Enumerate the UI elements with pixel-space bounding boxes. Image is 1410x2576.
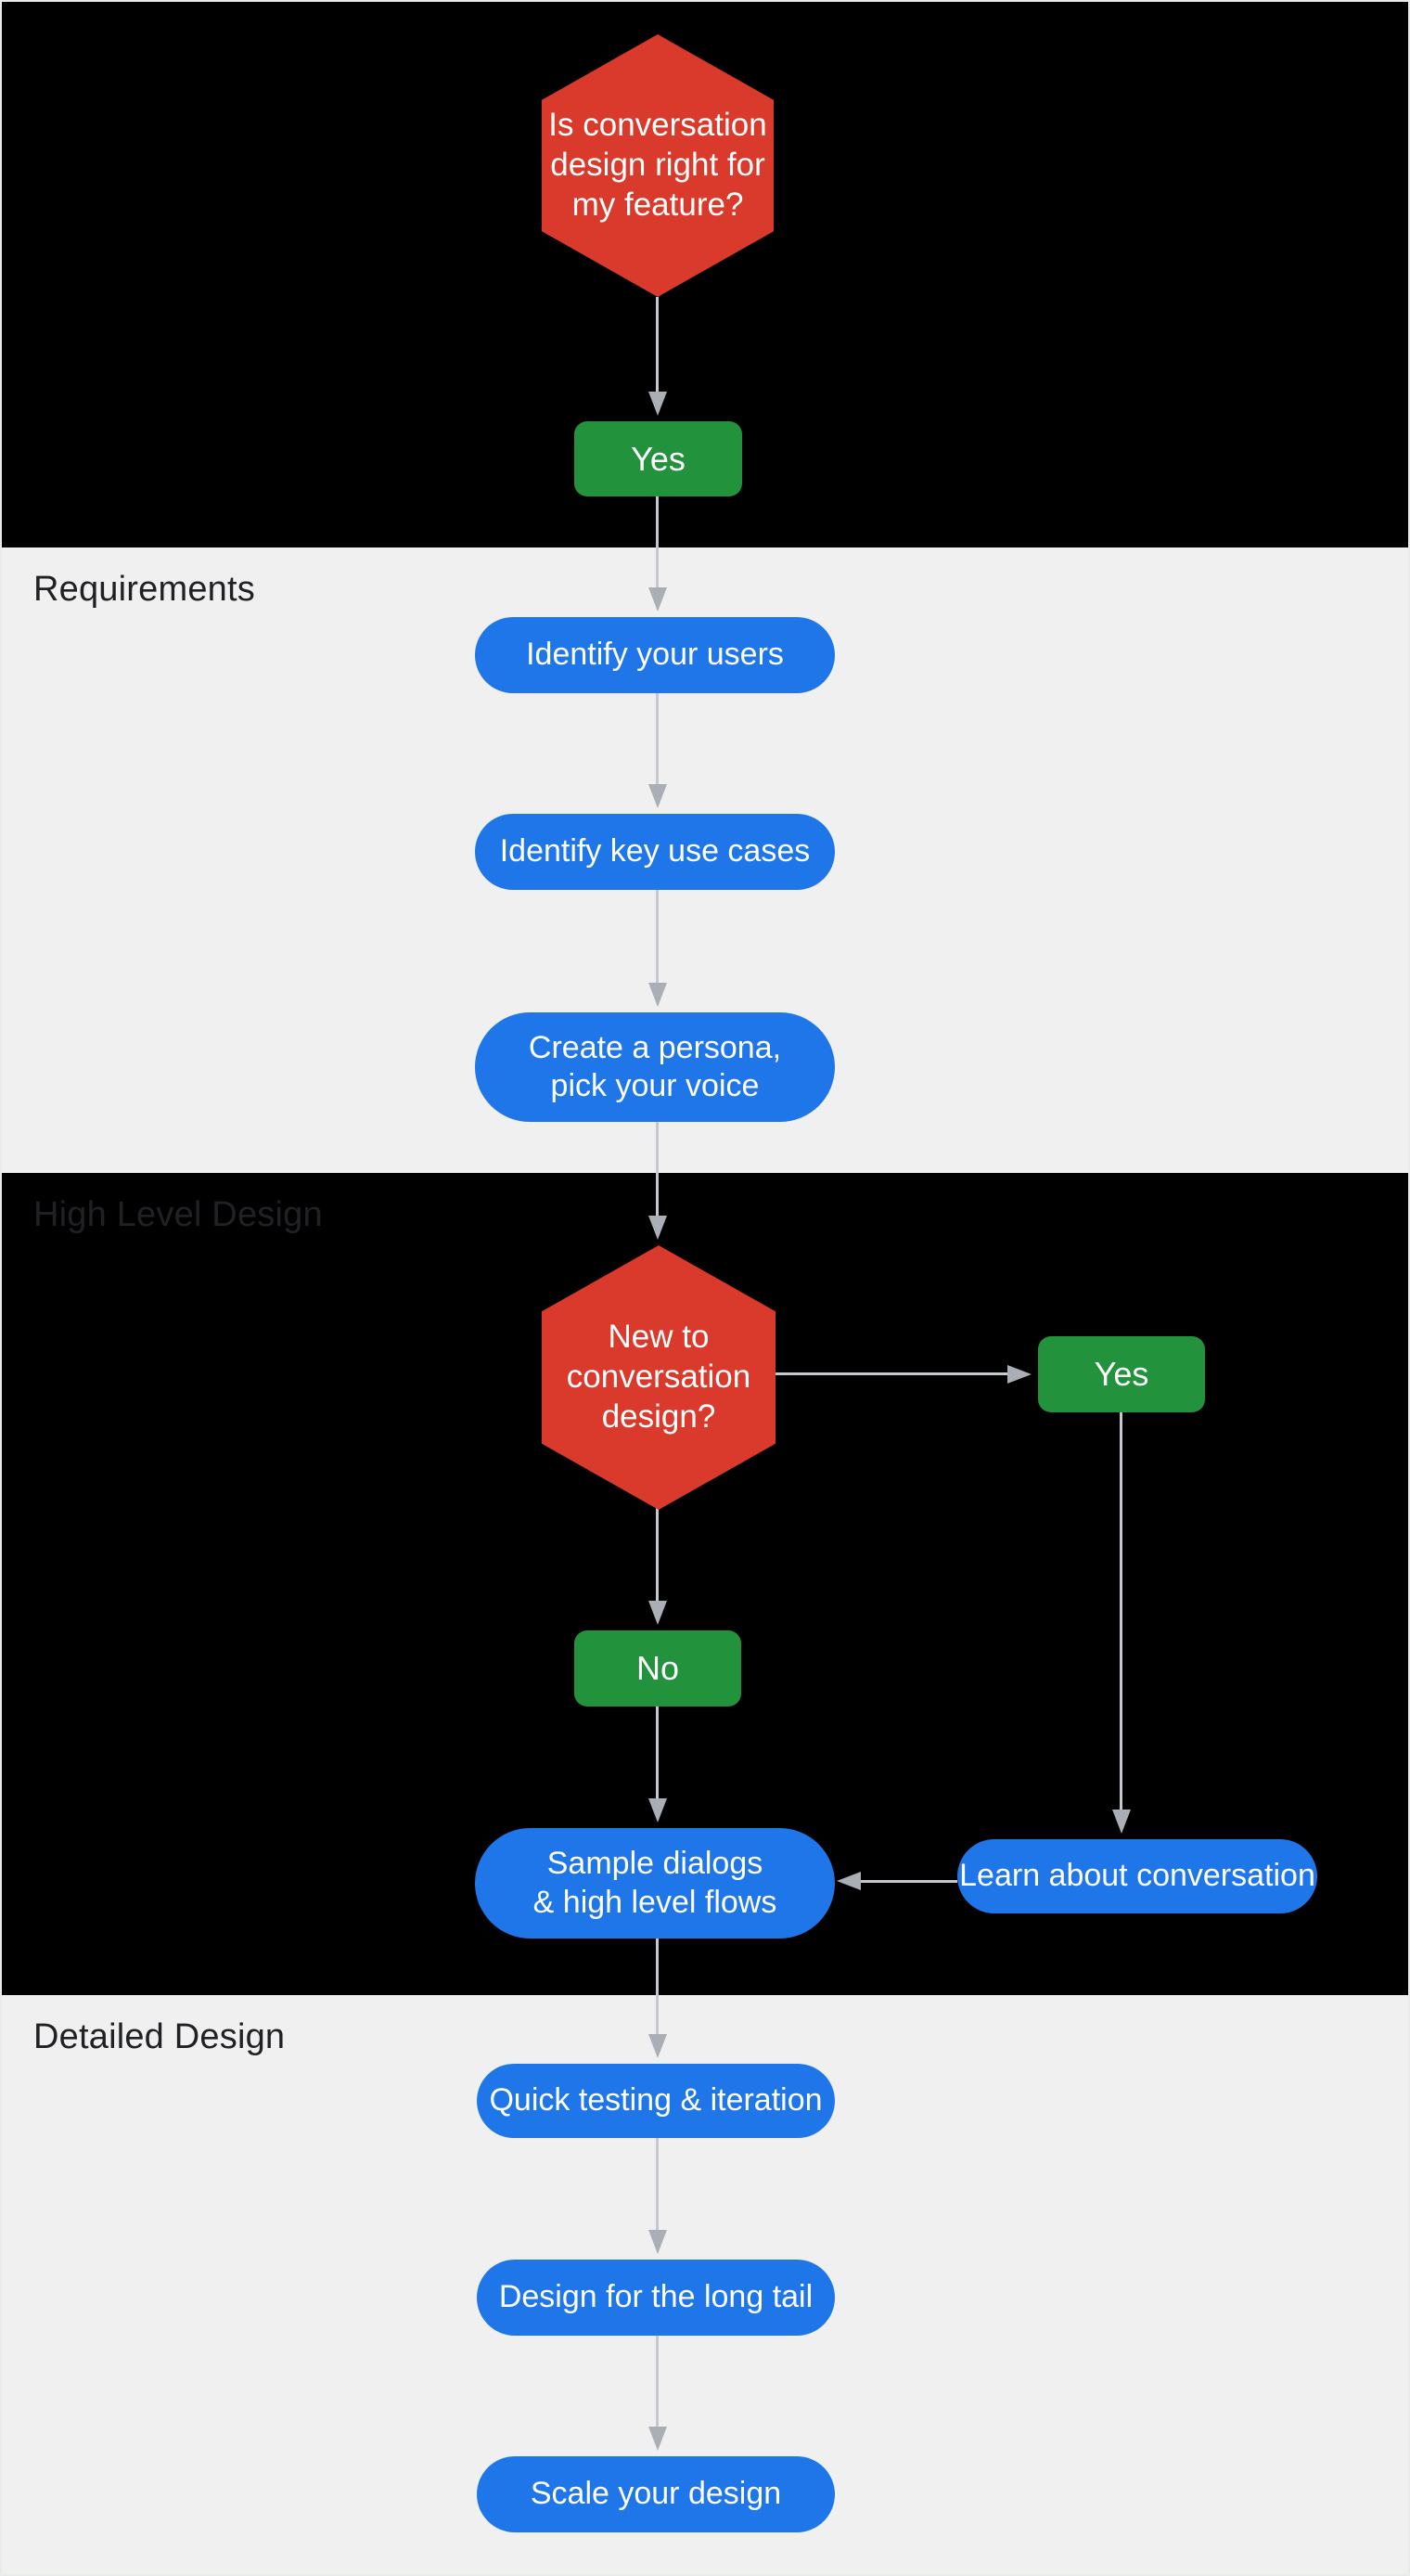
arrow-sample-to-quick-testing-head-icon xyxy=(648,2034,667,2058)
arrow-start-to-yes-line xyxy=(656,297,659,393)
arrow-new-decision-to-no-line xyxy=(656,1508,659,1603)
arrow-new-decision-to-yes-head-icon xyxy=(1007,1365,1032,1384)
arrow-learn-to-sample-dialogs-line xyxy=(861,1880,957,1883)
decision-is-conversation-design-right: Is conversation design right for my feat… xyxy=(542,34,774,297)
arrow-users-to-use-cases-head-icon xyxy=(648,784,667,808)
arrow-new-decision-to-no-head-icon xyxy=(648,1601,667,1625)
answer-no-new-to-design: No xyxy=(574,1630,741,1707)
arrow-yes-to-identify-users-line xyxy=(656,496,659,589)
arrow-persona-to-new-decision-line xyxy=(656,1122,659,1217)
section-high-level-design-label: High Level Design xyxy=(33,1195,323,1234)
step-design-for-long-tail: Design for the long tail xyxy=(477,2260,835,2336)
answer-yes-start: Yes xyxy=(574,421,742,496)
step-learn-about-conversation: Learn about conversation xyxy=(957,1839,1317,1913)
arrow-new-decision-to-yes-line xyxy=(776,1372,1009,1375)
arrow-no-to-sample-dialogs-line xyxy=(656,1707,659,1800)
section-detailed-design-label: Detailed Design xyxy=(33,2017,286,2056)
arrow-users-to-use-cases-line xyxy=(656,693,659,786)
step-identify-your-users: Identify your users xyxy=(475,617,835,693)
step-create-persona-pick-voice: Create a persona, pick your voice xyxy=(475,1012,835,1122)
arrow-quick-to-long-tail-line xyxy=(656,2138,659,2232)
arrow-learn-to-sample-dialogs-head-icon xyxy=(837,1872,861,1890)
section-requirements-label: Requirements xyxy=(33,570,255,609)
decision-new-to-conversation-design: New to conversation design? xyxy=(542,1245,776,1510)
arrow-yes-to-learn-line xyxy=(1120,1412,1122,1811)
arrow-sample-to-quick-testing-line xyxy=(656,1938,659,2036)
arrow-no-to-sample-dialogs-head-icon xyxy=(648,1798,667,1823)
step-scale-your-design: Scale your design xyxy=(477,2456,835,2532)
step-sample-dialogs-high-level-flows: Sample dialogs & high level flows xyxy=(475,1828,835,1938)
arrow-start-to-yes-head-icon xyxy=(648,392,667,416)
arrow-quick-to-long-tail-head-icon xyxy=(648,2230,667,2254)
arrow-use-cases-to-persona-head-icon xyxy=(648,983,667,1007)
arrow-yes-to-learn-head-icon xyxy=(1112,1810,1131,1834)
step-quick-testing-iteration: Quick testing & iteration xyxy=(477,2064,835,2138)
arrow-yes-to-identify-users-head-icon xyxy=(648,587,667,612)
arrow-long-tail-to-scale-head-icon xyxy=(648,2427,667,2451)
answer-yes-new-to-design: Yes xyxy=(1038,1336,1205,1412)
arrow-use-cases-to-persona-line xyxy=(656,890,659,985)
step-identify-key-use-cases: Identify key use cases xyxy=(475,814,835,890)
arrow-persona-to-new-decision-head-icon xyxy=(648,1216,667,1240)
arrow-long-tail-to-scale-line xyxy=(656,2336,659,2428)
